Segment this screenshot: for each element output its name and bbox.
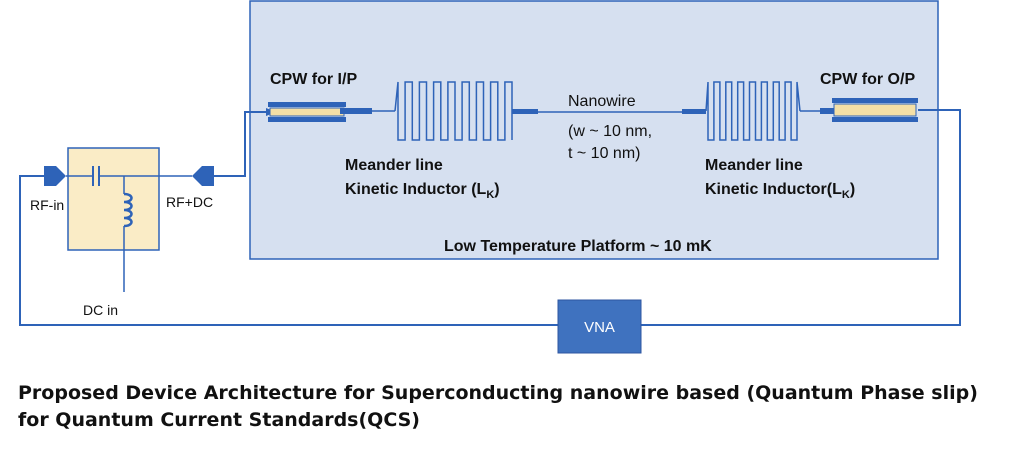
meander-left-pad	[512, 109, 538, 114]
caption-line-2: for Quantum Current Standards(QCS)	[18, 409, 420, 431]
meander-left-label-2: Kinetic Inductor (LK)	[345, 181, 500, 201]
meander-right-pad	[682, 109, 706, 114]
cpw-output	[820, 98, 918, 122]
rf-wire-left-loop	[19, 175, 558, 326]
dc-in-label: DC in	[83, 302, 118, 318]
cpw-input	[268, 102, 372, 122]
bias-tee-box	[67, 147, 160, 251]
caption-line-1: Proposed Device Architecture for Superco…	[18, 382, 978, 404]
nanowire-width: (w ~ 10 nm,	[568, 123, 652, 140]
rf-in-connector-icon	[44, 166, 66, 186]
platform-label: Low Temperature Platform ~ 10 mK	[444, 238, 712, 255]
meander-line-right	[705, 81, 801, 141]
rf-dc-label: RF+DC	[166, 194, 213, 210]
meander-left-label-1: Meander line	[345, 157, 443, 174]
cpw-output-label: CPW for O/P	[820, 71, 915, 88]
meander-right-label-2: Kinetic Inductor(LK)	[705, 181, 855, 201]
rf-wire-right-loop	[641, 109, 961, 326]
rf-in-label: RF-in	[30, 197, 64, 213]
inductor-coil-icon	[123, 192, 133, 228]
vna-label: VNA	[584, 319, 615, 336]
rf-dc-wire	[214, 111, 268, 177]
meander-right-label-1: Meander line	[705, 157, 803, 174]
vna-box	[557, 299, 642, 354]
rf-dc-connector-icon	[192, 166, 214, 186]
low-temperature-platform	[249, 0, 939, 260]
cpw-input-label: CPW for I/P	[270, 71, 357, 88]
nanowire-title: Nanowire	[568, 93, 636, 110]
nanowire-thickness: t ~ 10 nm)	[568, 145, 640, 162]
figure-caption: Proposed Device Architecture for Superco…	[18, 380, 1018, 434]
meander-line-left	[394, 81, 513, 141]
